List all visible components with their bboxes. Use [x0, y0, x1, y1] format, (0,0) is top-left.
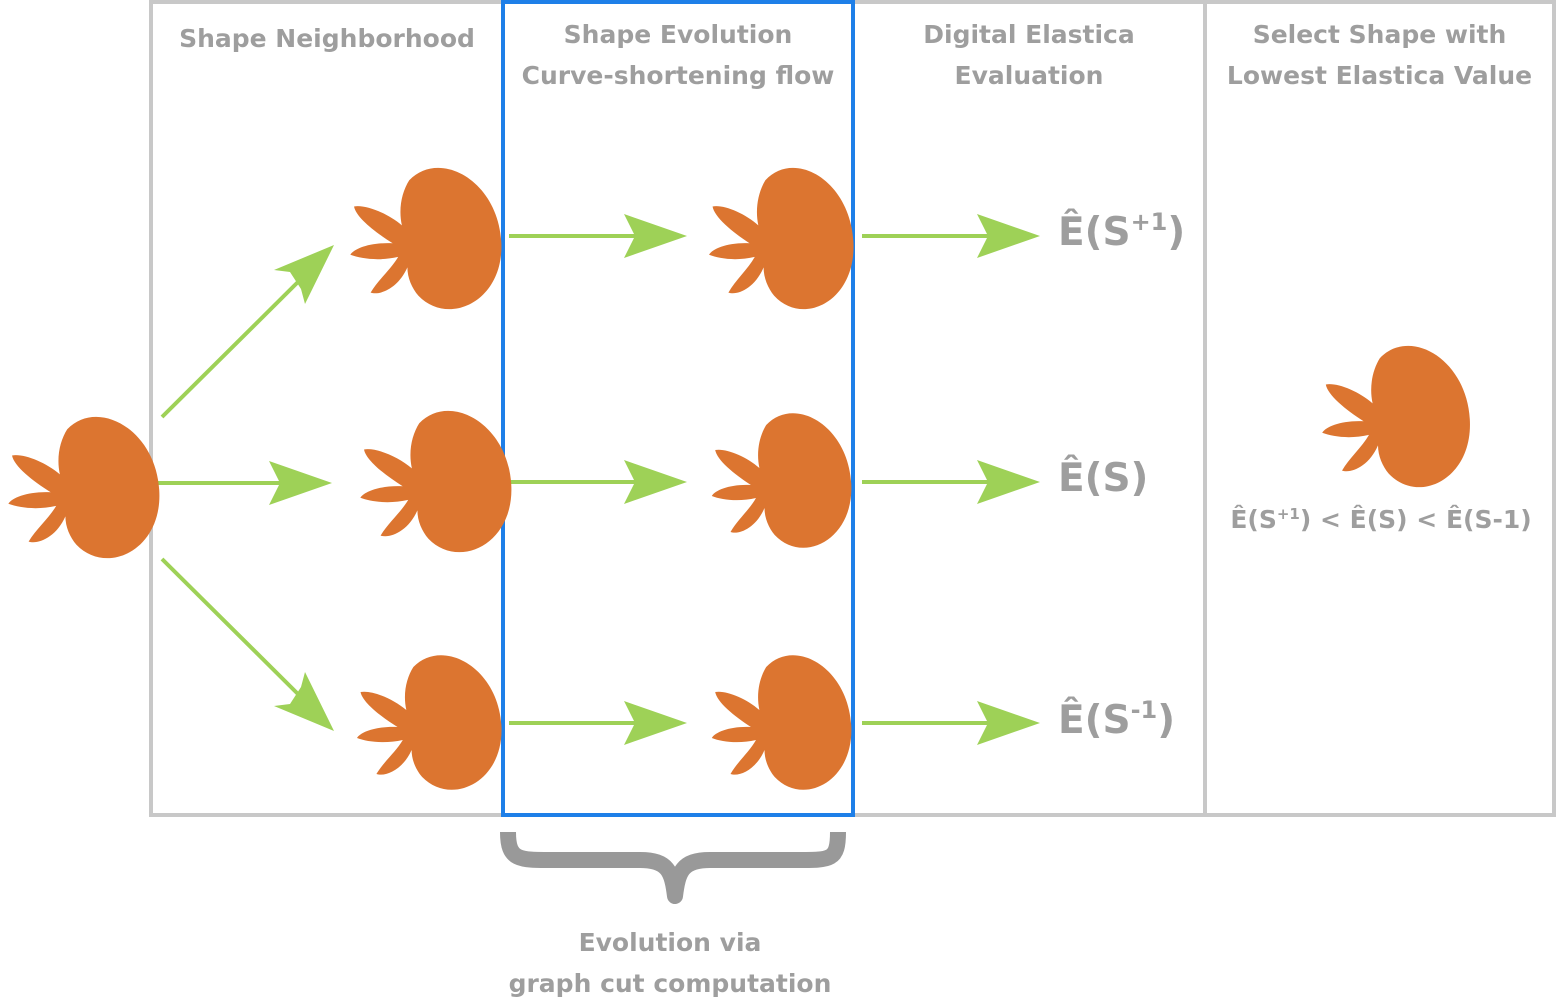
evolved-minus-shape — [711, 655, 852, 790]
elastica-title: Digital Elastica Evaluation — [853, 14, 1205, 96]
arrow-evolve-plus — [509, 214, 687, 258]
brace-caption: Evolution via graph cut computation — [490, 922, 850, 1004]
energy-plus-base: Ê(S — [1058, 210, 1131, 255]
arrow-eval-plus — [862, 214, 1040, 258]
inequality-label: Ê(S+1) < Ê(S) < Ê(S-1) — [1205, 505, 1557, 534]
neighbor-minus-shape — [357, 655, 502, 790]
elastica-title-line1: Digital Elastica — [923, 20, 1135, 49]
energy-same-text: Ê(S) — [1058, 456, 1149, 501]
elastica-title-line2: Evaluation — [954, 61, 1104, 90]
energy-label-minus: Ê(S-1) — [1058, 698, 1175, 743]
panel-elastica — [851, 0, 1207, 817]
arrow-to-neighbor-minus — [160, 557, 334, 731]
brace-caption-line2: graph cut computation — [508, 969, 832, 998]
energy-plus-sup: +1 — [1130, 208, 1168, 236]
energy-label-same: Ê(S) — [1058, 456, 1148, 501]
arrow-to-neighbor-plus — [160, 245, 334, 419]
evolved-same-shape — [711, 413, 852, 548]
arrow-eval-minus — [862, 701, 1040, 745]
neighbor-same-shape — [360, 410, 512, 553]
energy-minus-base: Ê(S — [1058, 698, 1131, 743]
energy-minus-close: ) — [1157, 698, 1176, 743]
evolved-plus-shape — [709, 167, 854, 310]
curly-brace — [500, 831, 846, 904]
arrow-to-neighbor-same — [155, 461, 332, 505]
energy-plus-close: ) — [1167, 210, 1186, 255]
arrows — [155, 214, 1040, 745]
energy-label-plus: Ê(S+1) — [1058, 210, 1185, 255]
select-title-line2: Lowest Elastica Value — [1226, 61, 1533, 90]
panel-evolution — [501, 0, 855, 817]
inequality-part1: Ê(S — [1230, 505, 1277, 534]
energy-minus-sup: -1 — [1130, 696, 1158, 724]
brace-caption-line1: Evolution via — [578, 928, 762, 957]
input-shape — [8, 416, 160, 559]
arrow-evolve-same — [509, 460, 687, 504]
inequality-sup1: +1 — [1276, 505, 1300, 523]
evolution-title: Shape Evolution Curve-shortening flow — [503, 14, 853, 96]
evolution-title-line2: Curve-shortening flow — [521, 61, 835, 90]
evolution-title-line1: Shape Evolution — [563, 20, 793, 49]
select-title-line1: Select Shape with — [1252, 20, 1507, 49]
panels — [149, 0, 1556, 817]
neighbor-plus-shape — [350, 167, 502, 310]
select-title: Select Shape with Lowest Elastica Value — [1205, 14, 1554, 96]
neighborhood-title: Shape Neighborhood — [179, 24, 475, 53]
arrow-eval-same — [862, 460, 1040, 504]
panel-select — [1203, 0, 1556, 817]
selected-shape — [1322, 345, 1470, 488]
inequality-part2: ) < Ê(S) < Ê(S-1) — [1299, 505, 1532, 534]
arrow-evolve-minus — [509, 701, 687, 745]
shapes — [8, 167, 1470, 790]
